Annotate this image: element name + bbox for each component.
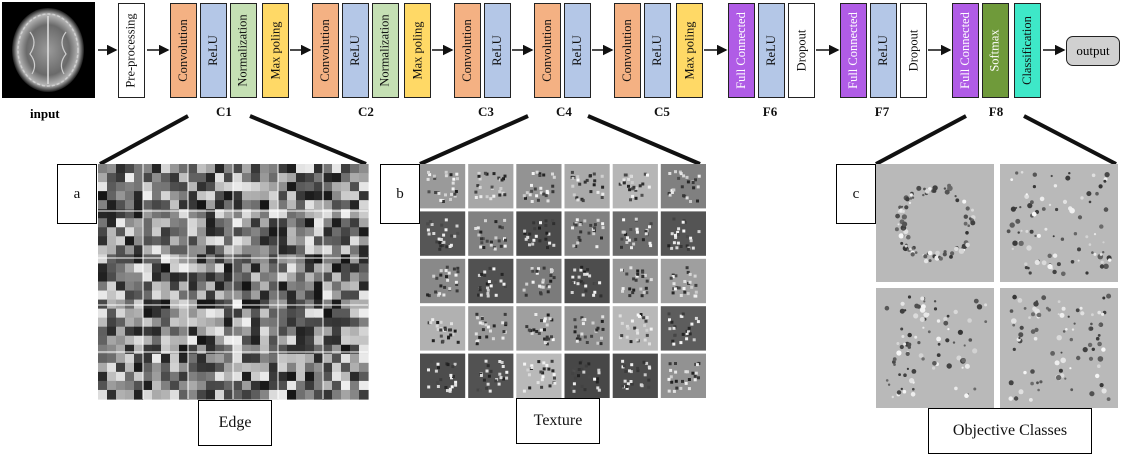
layer-box: Full Connected (840, 3, 867, 98)
layer-box: ReLU (758, 3, 785, 98)
layer-box: Convolution (454, 3, 481, 98)
edge-feature-grid (98, 164, 369, 400)
zoom-connector-line (587, 114, 701, 166)
zoom-connector-line (419, 114, 529, 166)
stage-label: F8 (988, 104, 1004, 119)
layer-box: Max poling (262, 3, 289, 98)
layer-box: Convolution (534, 3, 561, 98)
layer-box: Full Connected (728, 3, 755, 98)
stage-label: F6 (762, 104, 778, 119)
stage-label: C2 (358, 104, 374, 119)
texture-feature-grid (420, 164, 706, 398)
preprocessing-box: Pre-processing (118, 3, 145, 98)
layer-box: Max poling (404, 3, 431, 98)
brain-slice-graphic (12, 8, 84, 92)
stage-label: C4 (556, 104, 572, 119)
texture-caption: Texture (516, 398, 600, 444)
layer-box: Normalization (372, 3, 399, 98)
layer-box: ReLU (870, 3, 897, 98)
zoom-connector-line (875, 114, 967, 166)
objective-classes-feature-grid (876, 164, 1118, 408)
layer-box: Convolution (312, 3, 339, 98)
layer-box: ReLU (564, 3, 591, 98)
layer-box: Dropout (788, 3, 815, 98)
layer-box: Convolution (614, 3, 641, 98)
zoom-connector-line (249, 114, 367, 166)
layer-box: ReLU (644, 3, 671, 98)
layer-box: ReLU (200, 3, 227, 98)
panel-c-tag: c (836, 164, 876, 224)
stage-label: C5 (654, 104, 670, 119)
stage-label: C3 (478, 104, 494, 119)
panel-a-tag: a (57, 164, 97, 224)
zoom-connector-line (99, 114, 189, 166)
layer-box: Normalization (230, 3, 257, 98)
layer-box: Dropout (900, 3, 927, 98)
layer-box: ReLU (484, 3, 511, 98)
output-box: output (1066, 36, 1120, 66)
layer-box: Softmax (982, 3, 1009, 98)
layer-box: Max poling (676, 3, 703, 98)
layer-box: Classification (1014, 3, 1041, 98)
layer-box: Convolution (170, 3, 197, 98)
zoom-connector-line (1023, 114, 1117, 166)
edge-caption: Edge (198, 400, 272, 446)
output-label: output (1076, 43, 1110, 58)
stage-label: F7 (874, 104, 890, 119)
layer-box: ReLU (342, 3, 369, 98)
panel-b-tag: b (380, 164, 420, 224)
layer-box: Full Connected (952, 3, 979, 98)
stage-label: C1 (216, 104, 232, 119)
input-label: input (30, 106, 60, 121)
input-mri-image (2, 2, 95, 98)
objective-classes-caption: Objective Classes (928, 408, 1092, 454)
